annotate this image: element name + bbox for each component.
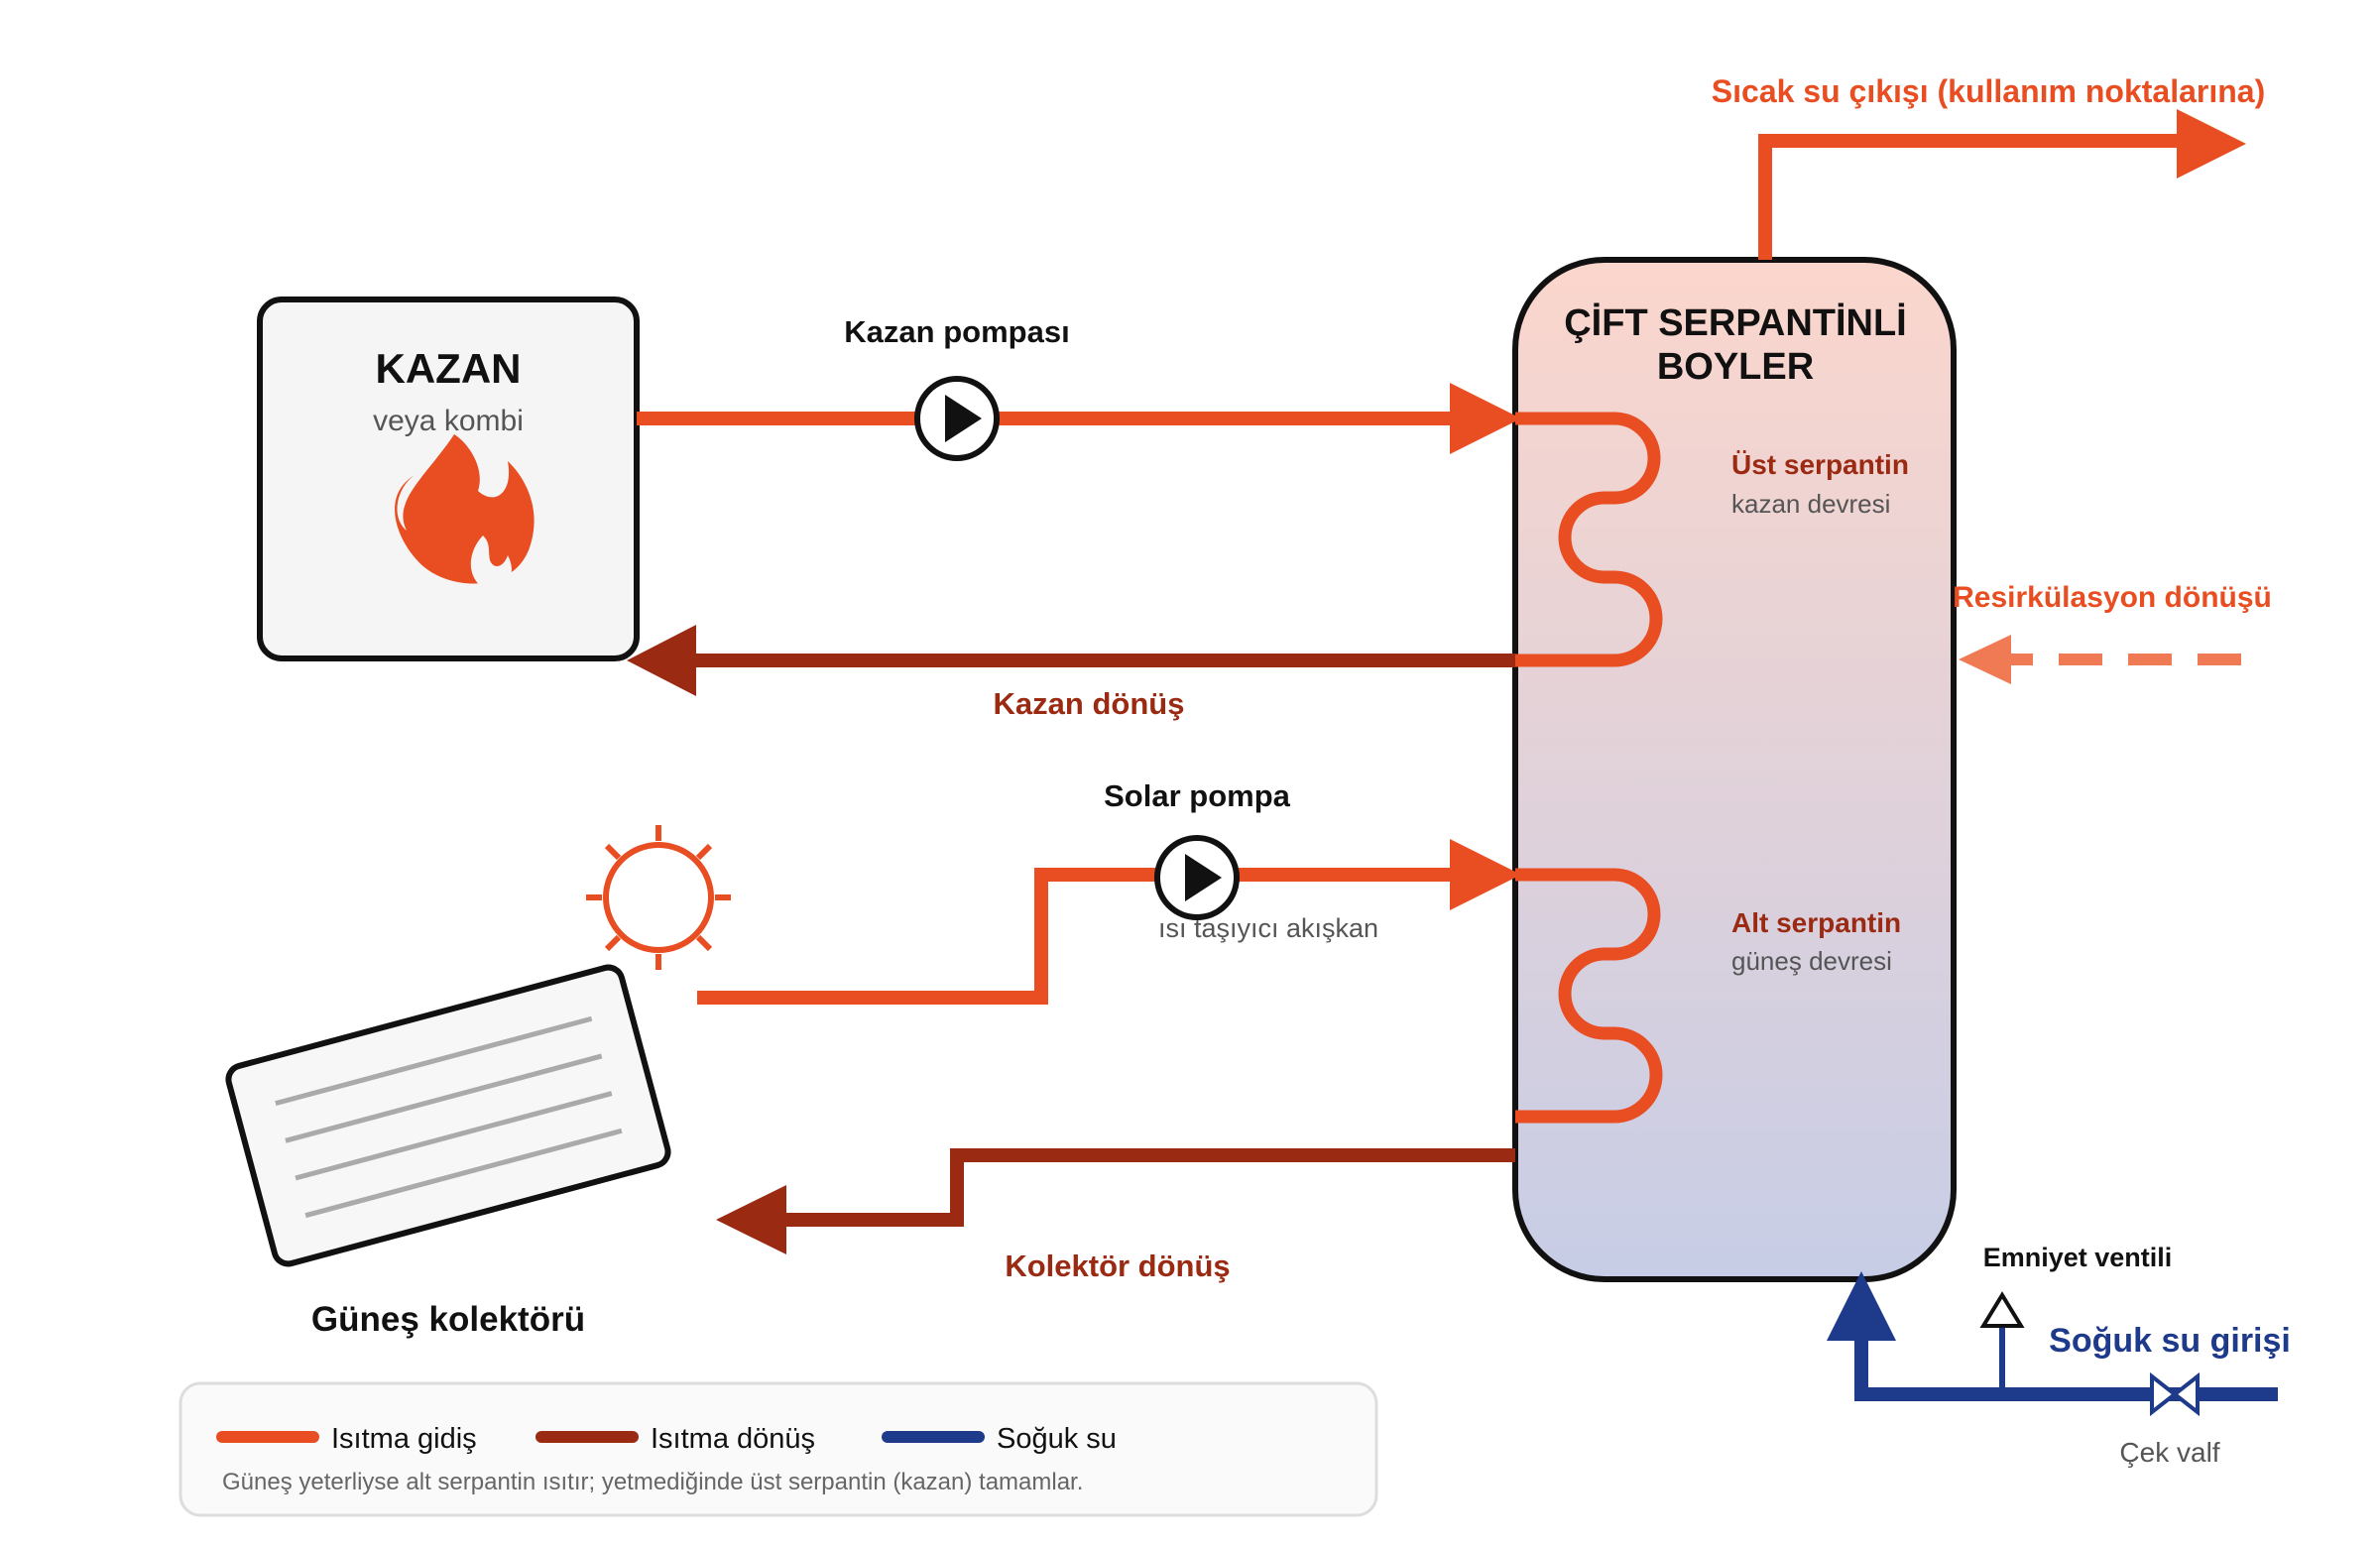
kazan-supply-arrowhead xyxy=(1450,383,1521,454)
solar-pump xyxy=(1154,835,1240,920)
boiler-tank xyxy=(1512,257,1957,1282)
cold-water-arrowhead xyxy=(1827,1271,1896,1341)
lower-coil-sub: güneş devresi xyxy=(1731,946,1892,976)
legend-note: Güneş yeterliyse alt serpantin ısıtır; y… xyxy=(222,1469,1083,1495)
collector-return-label: Kolektör dönüş xyxy=(1005,1249,1230,1283)
collector-return-pipe xyxy=(764,1148,1515,1227)
recirculation-arrowhead xyxy=(1959,635,2011,684)
legend-label-cold: Soğuk su xyxy=(997,1423,1117,1455)
safety-valve-icon xyxy=(1979,1291,2025,1328)
boiler-title-line2: BOYLER xyxy=(1657,346,1814,388)
flame-icon xyxy=(395,434,535,592)
check-valve-label: Çek valf xyxy=(2119,1437,2219,1468)
collector-label: Güneş kolektörü xyxy=(311,1300,585,1339)
kazan-return-arrowhead xyxy=(627,625,696,696)
solar-supply-arrowhead xyxy=(1450,839,1521,910)
sun-icon xyxy=(586,825,731,970)
hot-water-outlet-pipe xyxy=(1758,134,2192,260)
upper-coil xyxy=(1515,412,1663,667)
kazan-pump-label: Kazan pompası xyxy=(844,314,1069,349)
legend-label-hot: Isıtma gidiş xyxy=(331,1423,477,1455)
solar-collector-panel xyxy=(225,964,671,1267)
hot-water-outlet-label: Sıcak su çıkışı (kullanım noktalarına) xyxy=(1712,73,2265,109)
check-valve-icon xyxy=(2150,1371,2200,1417)
solar-pump-label: Solar pompa xyxy=(1104,778,1291,813)
kazan-pump xyxy=(914,376,1000,461)
cold-water-pipe xyxy=(1854,1329,2278,1401)
upper-coil-label: Üst serpantin xyxy=(1731,449,1909,480)
recirculation-label: Resirkülasyon dönüşü xyxy=(1953,581,2272,614)
solar-supply-pipe xyxy=(697,868,1478,1005)
kazan-title: KAZAN xyxy=(376,345,522,392)
kazan-return-label: Kazan dönüş xyxy=(994,686,1185,721)
hot-water-outlet-arrowhead xyxy=(2177,109,2246,178)
collector-return-arrowhead xyxy=(716,1185,786,1254)
boiler-title-line1: ÇİFT SERPANTİNLİ xyxy=(1564,302,1907,344)
legend-box xyxy=(178,1381,1378,1517)
upper-coil-sub: kazan devresi xyxy=(1731,489,1890,519)
lower-coil xyxy=(1515,868,1663,1124)
lower-coil-label: Alt serpantin xyxy=(1731,907,1901,938)
kazan-subtitle: veya kombi xyxy=(373,405,524,437)
cold-water-label: Soğuk su girişi xyxy=(2049,1322,2291,1360)
safety-valve-label: Emniyet ventili xyxy=(1983,1243,2173,1272)
legend-label-return: Isıtma dönüş xyxy=(651,1423,815,1455)
